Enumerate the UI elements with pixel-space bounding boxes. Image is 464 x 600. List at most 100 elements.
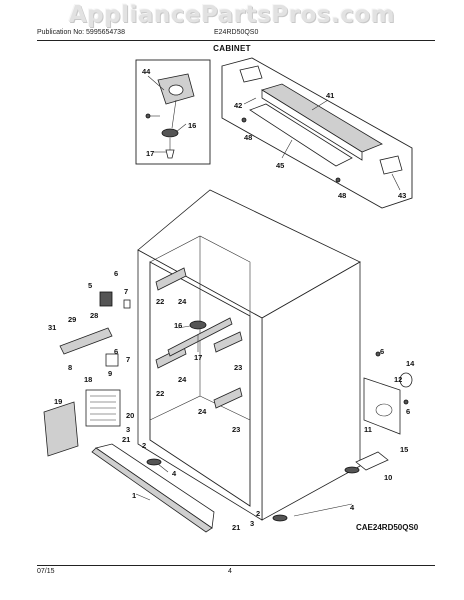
- callout-29: 29: [68, 315, 76, 324]
- screw: [335, 177, 341, 183]
- callout-17: 17: [194, 353, 202, 362]
- leveling-leg-front-right: [272, 514, 288, 522]
- slide-upper-left: [155, 267, 187, 291]
- leveling-leg-rear: [344, 466, 360, 474]
- trim-bar-face: [261, 89, 363, 161]
- leader-4b: [293, 503, 353, 517]
- leader-43: [391, 173, 401, 191]
- callout-22: 22: [156, 389, 164, 398]
- model-number: E24RD50QS0: [214, 29, 259, 36]
- footer-date: 07/15: [37, 568, 55, 575]
- leader-4a: [157, 463, 169, 473]
- callout-14: 14: [406, 359, 415, 368]
- callout-4: 4: [172, 469, 177, 478]
- interior-floor: [199, 395, 251, 421]
- callout-7: 7: [126, 355, 130, 364]
- hinge-pin: [165, 149, 175, 159]
- leader-44: [147, 75, 165, 91]
- leader: [171, 99, 177, 129]
- callout-41: 41: [326, 91, 334, 100]
- leader-41: [311, 99, 329, 111]
- callout-16: 16: [174, 321, 182, 330]
- screw: [375, 351, 381, 357]
- callout-1: 1: [132, 491, 136, 500]
- callout-24: 24: [198, 407, 207, 416]
- hinge-bushing: [161, 128, 179, 138]
- leveling-legs: [146, 458, 360, 522]
- slide-lower-right: [213, 387, 243, 409]
- footer-page-number: 4: [228, 568, 232, 575]
- callout-18: 18: [84, 375, 92, 384]
- callout-11: 11: [364, 425, 372, 434]
- callout-6: 6: [114, 269, 118, 278]
- callout-2: 2: [256, 509, 260, 518]
- screw: [145, 113, 151, 119]
- callout-17: 17: [146, 149, 154, 158]
- right-side-parts: [355, 351, 413, 471]
- leader-16b: [177, 325, 191, 329]
- callout-15: 15: [400, 445, 408, 454]
- leader-lines: [135, 75, 401, 517]
- callout-42: 42: [234, 101, 242, 110]
- leader-45: [281, 139, 293, 159]
- hinge-bushing-cabinet: [189, 320, 207, 330]
- inset-top-trim: [221, 57, 413, 209]
- inset-frame-left: [135, 59, 211, 165]
- screw: [403, 399, 409, 405]
- callout-44: 44: [142, 67, 151, 76]
- callout-48: 48: [244, 133, 252, 142]
- leader-42: [243, 97, 257, 105]
- trim-strip-28: [59, 327, 113, 355]
- callout-48: 48: [338, 191, 346, 200]
- callout-5: 5: [88, 281, 92, 290]
- callout-3: 3: [250, 519, 254, 528]
- cabinet-opening: [149, 261, 251, 507]
- callout-6: 6: [380, 347, 384, 356]
- toe-kick-assembly: [91, 443, 215, 533]
- callout-16: 16: [188, 121, 196, 130]
- cross-brace: [167, 317, 233, 357]
- callout-6: 6: [114, 347, 118, 356]
- footer-rule: [37, 565, 435, 566]
- callout-21: 21: [232, 523, 240, 532]
- air-filter: [43, 401, 79, 457]
- callout-7: 7: [124, 287, 128, 296]
- hinge-plate-hole: [168, 84, 184, 96]
- bracket-10: [355, 451, 389, 471]
- drawer-slides: [155, 267, 243, 409]
- callout-23: 23: [234, 363, 242, 372]
- callout-20: 20: [126, 411, 134, 420]
- callout-6: 6: [406, 407, 410, 416]
- end-bracket-left: [239, 65, 263, 83]
- callout-12: 12: [394, 375, 402, 384]
- leader-1: [135, 493, 151, 501]
- callout-19: 19: [54, 397, 62, 406]
- switch-7: [123, 299, 131, 309]
- leader-16a: [175, 123, 187, 133]
- inset-frame-right: [221, 57, 413, 209]
- cabinet-body: [137, 189, 361, 521]
- diagram-model-code: CAE24RD50QS0: [356, 523, 419, 532]
- callout-3: 3: [126, 425, 130, 434]
- callout-10: 10: [384, 473, 392, 482]
- callout-9: 9: [108, 369, 112, 378]
- leveling-leg-front-left: [146, 458, 162, 466]
- left-side-parts: [43, 291, 131, 457]
- trim-strip: [249, 103, 353, 167]
- control-module-9: [105, 353, 119, 367]
- knob-14: [399, 372, 413, 388]
- callouts: 44 16 17 41 42 48 45 48 43 6 5 7 22 24 1…: [48, 67, 415, 532]
- callout-4: 4: [350, 503, 355, 512]
- callout-24: 24: [178, 297, 187, 306]
- callout-28: 28: [90, 311, 98, 320]
- rear-cover-15: [363, 377, 401, 435]
- callout-2: 2: [142, 441, 146, 450]
- callout-23: 23: [232, 425, 240, 434]
- callout-24: 24: [178, 375, 187, 384]
- toe-kick-lip: [91, 447, 213, 533]
- inset-hinge-bracket: [135, 59, 211, 165]
- header-rule: [37, 40, 435, 41]
- control-module-5: [99, 291, 113, 307]
- publication-number: Publication No: 5995654738: [37, 29, 125, 36]
